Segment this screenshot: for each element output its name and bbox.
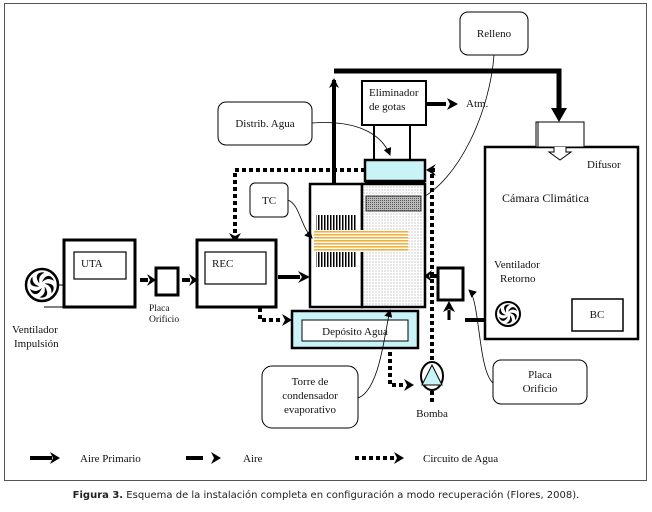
legend-aire: Aire (186, 452, 263, 465)
placa-label-1: Placa (149, 304, 170, 314)
primary-air-duct (329, 68, 567, 183)
torre-label-3: evaporativo (284, 404, 336, 416)
ventilador-retorno-label-2: Retorno (500, 273, 536, 285)
eliminador-label-1: Eliminador (369, 87, 419, 99)
deposito-label: Depósito Agua (322, 326, 388, 338)
torre-label-1: Torre de (292, 376, 329, 388)
fill-packing (365, 195, 422, 212)
legend: Aire Primario Aire Circuito de Agua (30, 452, 498, 465)
bomba-label: Bomba (416, 408, 448, 420)
legend-aire-label: Aire (243, 453, 263, 465)
distrib-agua-label: Distrib. Agua (235, 118, 294, 130)
diagram-frame (4, 3, 647, 481)
ventilador-retorno (495, 301, 521, 327)
legend-circuito-agua-label: Circuito de Agua (423, 453, 498, 465)
difusor (535, 121, 585, 161)
distrib-agua-callout: Distrib. Agua (217, 101, 392, 156)
atm-label: Atm. (466, 98, 489, 110)
relleno-label: Relleno (477, 28, 512, 40)
placa-orificio-impulsion: Placa Orificio (149, 266, 180, 325)
figure-number: Figura 3. (72, 490, 124, 501)
eliminador-de-gotas: Eliminador de gotas Atm. (361, 80, 489, 160)
eliminador-label-2: de gotas (369, 101, 405, 113)
rec-unit: REC (195, 238, 278, 309)
camara-label: Cámara Climática (502, 191, 590, 205)
placa2-label-2: Orificio (523, 383, 558, 395)
torre-label-2: condensador (282, 390, 338, 402)
condenser-coil (314, 230, 408, 252)
placa2-label-1: Placa (528, 369, 552, 381)
ventilador-impulsion-label-2: Impulsión (14, 338, 59, 350)
uta-label: UTA (81, 258, 103, 270)
tc-callout: TC (249, 182, 313, 239)
tc-label: TC (262, 195, 276, 207)
condenser-tower (308, 182, 427, 309)
placa-orificio-retorno (436, 266, 465, 302)
water-distributor (363, 158, 427, 183)
ventilador-impulsion-label-1: Ventilador (12, 324, 58, 336)
deposito-agua: Depósito Agua (290, 309, 420, 350)
coil-fins-bottom (316, 252, 356, 267)
bc-label: BC (590, 309, 605, 321)
bomba-pump: Bomba (416, 361, 448, 420)
placa-orificio-callout: Placa Orificio (468, 289, 588, 405)
ventilador-retorno-label-1: Ventilador (494, 259, 540, 271)
uta-unit: UTA (62, 238, 137, 309)
camara-climatica: Cámara Climática Difusor BC Ventilador R… (483, 145, 640, 341)
caption-text: Esquema de la instalación completa en co… (123, 490, 580, 501)
figure-caption: Figura 3. Esquema de la instalación comp… (0, 490, 652, 501)
legend-circuito-agua: Circuito de Agua (355, 452, 498, 465)
coil-fins-top (316, 215, 356, 230)
rec-label: REC (212, 258, 233, 270)
placa-label-2: Orificio (149, 314, 179, 325)
legend-aire-primario-label: Aire Primario (80, 453, 141, 465)
difusor-label: Difusor (587, 159, 621, 171)
ventilador-impulsion: Ventilador Impulsión (12, 267, 64, 350)
legend-aire-primario: Aire Primario (30, 452, 141, 465)
relleno-callout: Relleno (417, 11, 529, 201)
torre-callout: Torre de condensador evaporativo (261, 309, 393, 429)
